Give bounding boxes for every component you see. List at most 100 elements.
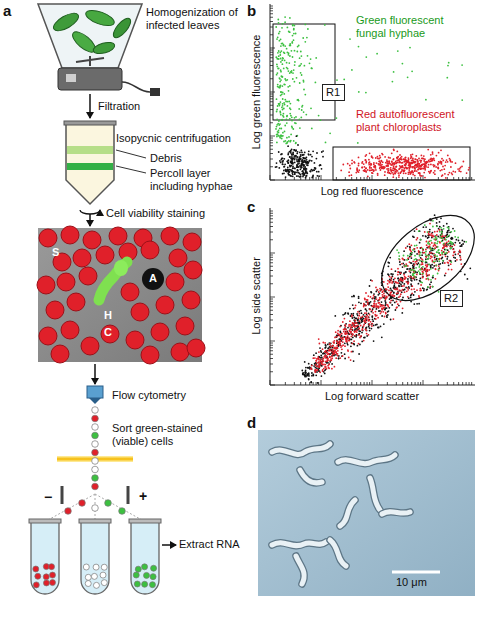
data-point xyxy=(295,149,297,151)
data-point xyxy=(353,319,355,321)
data-point xyxy=(276,118,278,120)
tick xyxy=(270,347,273,348)
tick xyxy=(270,109,273,110)
data-point xyxy=(446,223,448,225)
data-point xyxy=(432,153,434,155)
data-point xyxy=(301,109,303,111)
chloroplast xyxy=(61,226,79,244)
data-point xyxy=(318,356,320,358)
data-point xyxy=(382,167,384,169)
data-point xyxy=(365,304,367,306)
data-point xyxy=(283,102,285,104)
data-point xyxy=(345,312,347,314)
data-point xyxy=(444,235,446,237)
data-point xyxy=(284,99,286,101)
data-point xyxy=(453,248,455,250)
data-point xyxy=(410,156,412,158)
data-point xyxy=(336,79,338,81)
data-point xyxy=(404,169,406,171)
data-point xyxy=(292,162,294,164)
data-point xyxy=(458,170,460,172)
tick xyxy=(415,382,416,385)
data-point xyxy=(406,167,408,169)
data-point xyxy=(403,169,405,171)
data-point xyxy=(299,57,301,59)
data-point xyxy=(309,170,311,172)
data-point xyxy=(373,169,375,171)
chloroplast xyxy=(176,317,194,335)
data-point xyxy=(391,152,393,154)
chloroplast xyxy=(96,246,114,264)
data-point xyxy=(325,366,327,368)
data-point xyxy=(348,175,350,177)
data-point xyxy=(305,367,307,369)
droplet xyxy=(92,449,99,456)
data-point xyxy=(425,258,427,260)
data-point xyxy=(352,313,354,315)
data-point xyxy=(393,279,395,281)
flow-cytometer xyxy=(29,386,161,594)
data-point xyxy=(403,250,405,252)
data-point xyxy=(277,52,279,54)
data-point xyxy=(423,167,425,169)
data-point xyxy=(447,65,449,67)
data-point xyxy=(280,112,282,114)
data-point xyxy=(406,281,408,283)
data-point xyxy=(283,141,285,143)
data-point xyxy=(293,39,295,41)
data-point xyxy=(292,35,294,37)
data-point xyxy=(285,176,287,178)
data-point xyxy=(375,296,377,298)
data-point xyxy=(329,132,331,134)
data-point xyxy=(353,360,355,362)
data-point xyxy=(294,171,296,173)
data-point xyxy=(425,99,427,101)
chloroplast xyxy=(73,249,91,267)
data-point xyxy=(296,51,298,53)
data-point xyxy=(427,258,429,260)
hypha xyxy=(114,260,128,276)
data-point xyxy=(290,160,292,162)
data-point xyxy=(311,127,313,129)
data-point xyxy=(378,163,380,165)
data-point xyxy=(368,316,370,318)
data-point xyxy=(403,161,405,163)
data-point xyxy=(468,169,470,171)
data-point xyxy=(384,156,386,158)
tick xyxy=(270,253,275,254)
tick xyxy=(309,382,310,385)
data-point xyxy=(347,313,349,315)
data-point xyxy=(290,115,292,117)
data-point xyxy=(301,152,303,154)
data-point xyxy=(391,304,393,306)
data-point xyxy=(418,283,420,285)
data-point xyxy=(381,311,383,313)
data-point xyxy=(430,170,432,172)
data-point xyxy=(421,164,423,166)
data-point xyxy=(401,166,403,168)
tick xyxy=(270,255,273,256)
data-point xyxy=(290,45,292,47)
data-point xyxy=(293,155,295,157)
data-point xyxy=(372,172,374,174)
data-point xyxy=(325,361,327,363)
data-point xyxy=(411,70,413,72)
data-point xyxy=(358,353,360,355)
data-point xyxy=(434,173,436,175)
data-point xyxy=(316,171,318,173)
data-point xyxy=(340,170,342,172)
data-point xyxy=(449,158,451,160)
data-point xyxy=(278,103,280,105)
data-point xyxy=(377,327,379,329)
data-point xyxy=(343,79,345,81)
data-point xyxy=(369,285,371,287)
data-point xyxy=(293,140,295,142)
data-point xyxy=(386,161,388,163)
data-point xyxy=(413,303,415,305)
data-point xyxy=(281,106,283,108)
data-point xyxy=(281,75,283,77)
data-point xyxy=(407,268,409,270)
data-point xyxy=(287,154,289,156)
data-point xyxy=(294,81,296,83)
data-point xyxy=(412,174,414,176)
